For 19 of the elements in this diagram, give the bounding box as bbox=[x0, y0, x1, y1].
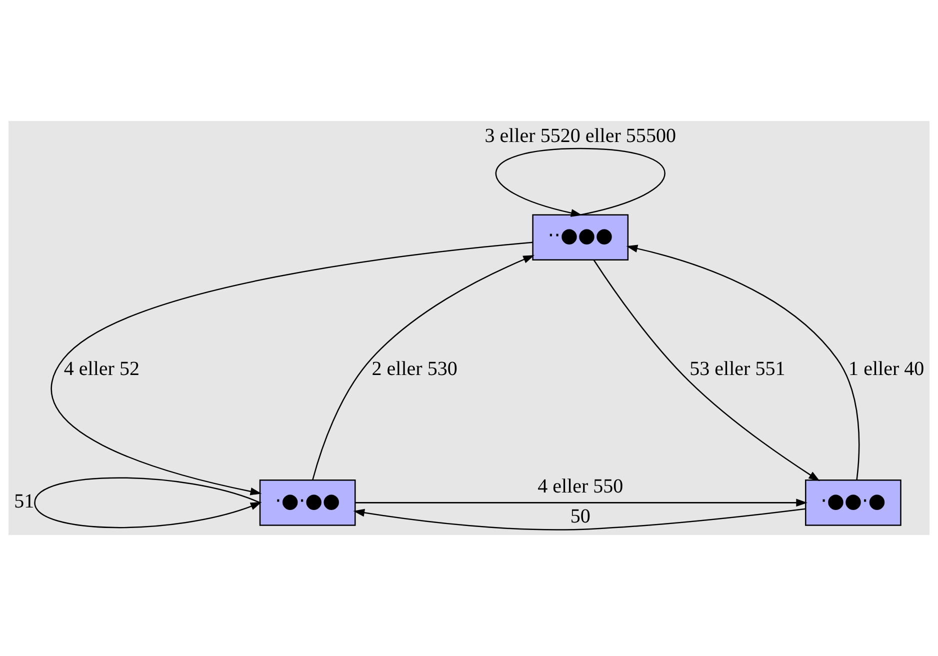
arrow bbox=[51, 242, 533, 496]
edge-label: 53 eller 551 bbox=[690, 358, 786, 380]
edge-label: 3 eller 5520 eller 55500 bbox=[484, 125, 676, 148]
edge-label: 51 bbox=[14, 490, 34, 512]
edge-label: 2 eller 530 bbox=[372, 358, 458, 380]
arrow bbox=[593, 260, 820, 482]
edge-label: 4 eller 52 bbox=[64, 358, 140, 380]
node-box: ·●●·● bbox=[805, 480, 902, 526]
edge-label: 4 eller 550 bbox=[538, 475, 624, 498]
arrow bbox=[34, 477, 262, 528]
edge-label: 50 bbox=[570, 505, 590, 528]
arrow bbox=[353, 508, 806, 530]
arrow bbox=[626, 244, 860, 480]
arrow bbox=[495, 148, 666, 217]
node-box: ··●●● bbox=[532, 214, 629, 261]
arrow bbox=[356, 498, 808, 507]
edge-label: 1 eller 40 bbox=[848, 358, 924, 380]
arrow bbox=[312, 255, 534, 480]
node-box: ·●·●● bbox=[259, 480, 356, 526]
